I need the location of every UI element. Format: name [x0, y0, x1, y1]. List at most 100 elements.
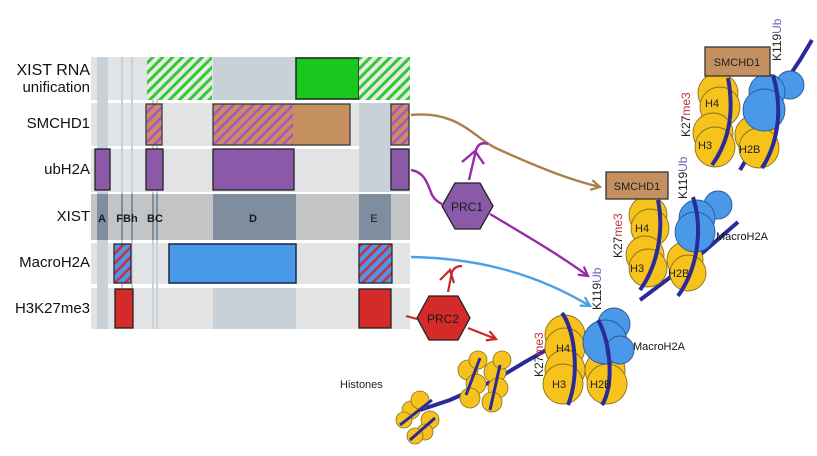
h2b-label-middle: H2B — [668, 268, 689, 280]
ub-suffix: Ub — [770, 18, 784, 34]
macroh2a-block-d — [168, 243, 297, 284]
h4-label-lower: H4 — [556, 343, 570, 355]
prc2-label: PRC2 — [427, 312, 459, 326]
smchd1-hatch-e — [390, 103, 410, 146]
svg-text:K119Ub: K119Ub — [590, 267, 604, 310]
h4-label-upper: H4 — [705, 98, 719, 110]
nucleosome-upper: SMCHD1 H4 H3 H2B — [692, 46, 805, 170]
nucleosome-middle: SMCHD1 H4 H3 H2B MacroH2A — [605, 171, 769, 298]
h3k27me3-block-fbh — [114, 288, 134, 329]
xist-region-fbh: FBh — [116, 213, 138, 225]
mod-label-k27-middle: K27me3 — [611, 213, 625, 258]
k27-prefix: K27 — [679, 115, 693, 137]
ubh2a-block-a — [94, 148, 111, 191]
h3-label-lower: H3 — [552, 379, 566, 391]
prc1-enzyme: PRC1 — [441, 182, 494, 230]
row-label-macroh2a: MacroH2A — [19, 254, 90, 271]
smchd1-block-d — [293, 104, 350, 145]
label-line: XIST RNA — [16, 62, 91, 79]
prc1-label: PRC1 — [451, 200, 483, 214]
smchd1-label-upper: SMCHD1 — [714, 57, 760, 69]
prc2-up-arrowhead — [439, 267, 456, 284]
smchd1-label-middle: SMCHD1 — [614, 181, 660, 193]
k27-prefix: K27 — [611, 236, 625, 258]
xist-region-e: E — [370, 213, 377, 225]
dna-wrap-lower — [560, 311, 612, 407]
k27-prefix: K27 — [532, 355, 546, 377]
row-label-xist-rna: XIST RNA unification — [17, 62, 91, 96]
ubh2a-block-e — [390, 148, 410, 191]
arrows — [405, 113, 600, 339]
h2b-label-upper: H2B — [739, 144, 760, 156]
xist-region-shading — [97, 194, 391, 240]
h3-label-upper: H3 — [698, 140, 712, 152]
prc1-hexagon — [441, 182, 494, 230]
prc2-to-k27-arrow — [467, 326, 496, 339]
region-shading — [97, 57, 391, 329]
me3-suffix: me3 — [679, 92, 693, 116]
prc2-enzyme: PRC2 — [416, 295, 471, 341]
h3k27me3-to-prc2-line — [405, 314, 418, 321]
macroh2a-hatch-e — [358, 243, 393, 284]
macroh2a-core-lower — [582, 307, 635, 365]
svg-text:K27me3: K27me3 — [611, 213, 625, 258]
dna-wrap-upper — [710, 74, 781, 170]
row-label-h3k27me3: H3K27me3 — [14, 300, 90, 317]
smchd1-hatch-bc — [145, 103, 163, 146]
macroh2a-core-middle — [674, 190, 733, 253]
k119-prefix: K119 — [590, 283, 604, 310]
ubh2a-block-d — [212, 148, 295, 191]
k119-prefix: K119 — [676, 172, 690, 199]
macroh2a-label-middle: MacroH2A — [716, 231, 769, 243]
macroh2a-arrow — [410, 255, 590, 306]
histones-caption: Histones — [340, 379, 383, 391]
row-label-smchd1: SMCHD1 — [26, 115, 90, 132]
h4-label-middle: H4 — [635, 223, 649, 235]
mod-label-k27-upper: K27me3 — [679, 92, 693, 137]
row-label-ubh2a: ubH2A — [44, 161, 90, 178]
smchd1-arrow — [410, 113, 600, 187]
h2b-label-lower: H2B — [590, 379, 611, 391]
prc2-hexagon — [416, 295, 471, 341]
macroh2a-label-lower: MacroH2A — [633, 341, 686, 353]
smchd1-d-outline — [212, 103, 351, 146]
dna-wrap-middle — [638, 196, 701, 298]
ub-suffix: Ub — [676, 156, 690, 172]
prc1-to-k119-arrow — [489, 212, 588, 276]
xist-region-a: A — [98, 213, 106, 225]
prc1-up-arrowhead — [461, 149, 485, 165]
prc1-to-smchd1-arrow — [467, 142, 489, 181]
smchd1-reader-upper — [704, 46, 771, 77]
ubh2a-block-bc — [145, 148, 164, 191]
distant-nucleosome-dna — [399, 357, 502, 442]
xist-rna-hatch-e — [359, 57, 410, 100]
svg-text:K119Ub: K119Ub — [770, 18, 784, 61]
smchd1-reader-middle — [605, 171, 669, 200]
histone-core-middle — [625, 195, 707, 292]
me3-suffix: me3 — [532, 332, 546, 356]
ub-suffix: Ub — [590, 267, 604, 283]
xist-region-bc: BC — [147, 213, 163, 225]
mod-label-k119-middle: K119Ub — [676, 156, 690, 199]
mod-label-k27-lower: K27me3 — [532, 332, 546, 377]
mod-label-k119-lower: K119Ub — [590, 267, 604, 310]
xist-region-d: D — [249, 213, 257, 225]
xist-rna-block-d — [295, 57, 360, 100]
macroh2a-hatch-fbh — [113, 243, 132, 284]
prc2-up-arrow — [446, 264, 463, 293]
h3k27me3-block-e — [358, 288, 392, 329]
svg-text:K119Ub: K119Ub — [676, 156, 690, 199]
nucleosome-lower: H4 H3 H2B MacroH2A — [542, 307, 686, 407]
h3-label-middle: H3 — [630, 263, 644, 275]
k119-prefix: K119 — [770, 34, 784, 61]
track-grid: A FBh BC D E — [91, 57, 410, 329]
svg-text:K27me3: K27me3 — [679, 92, 693, 137]
row-label-xist: XIST — [56, 208, 90, 225]
smchd1-hatch-d — [213, 104, 295, 145]
label-line: unification — [22, 79, 90, 96]
xist-rna-hatch-bc — [147, 57, 212, 100]
mod-label-k119-upper: K119Ub — [770, 18, 784, 61]
me3-suffix: me3 — [611, 213, 625, 237]
